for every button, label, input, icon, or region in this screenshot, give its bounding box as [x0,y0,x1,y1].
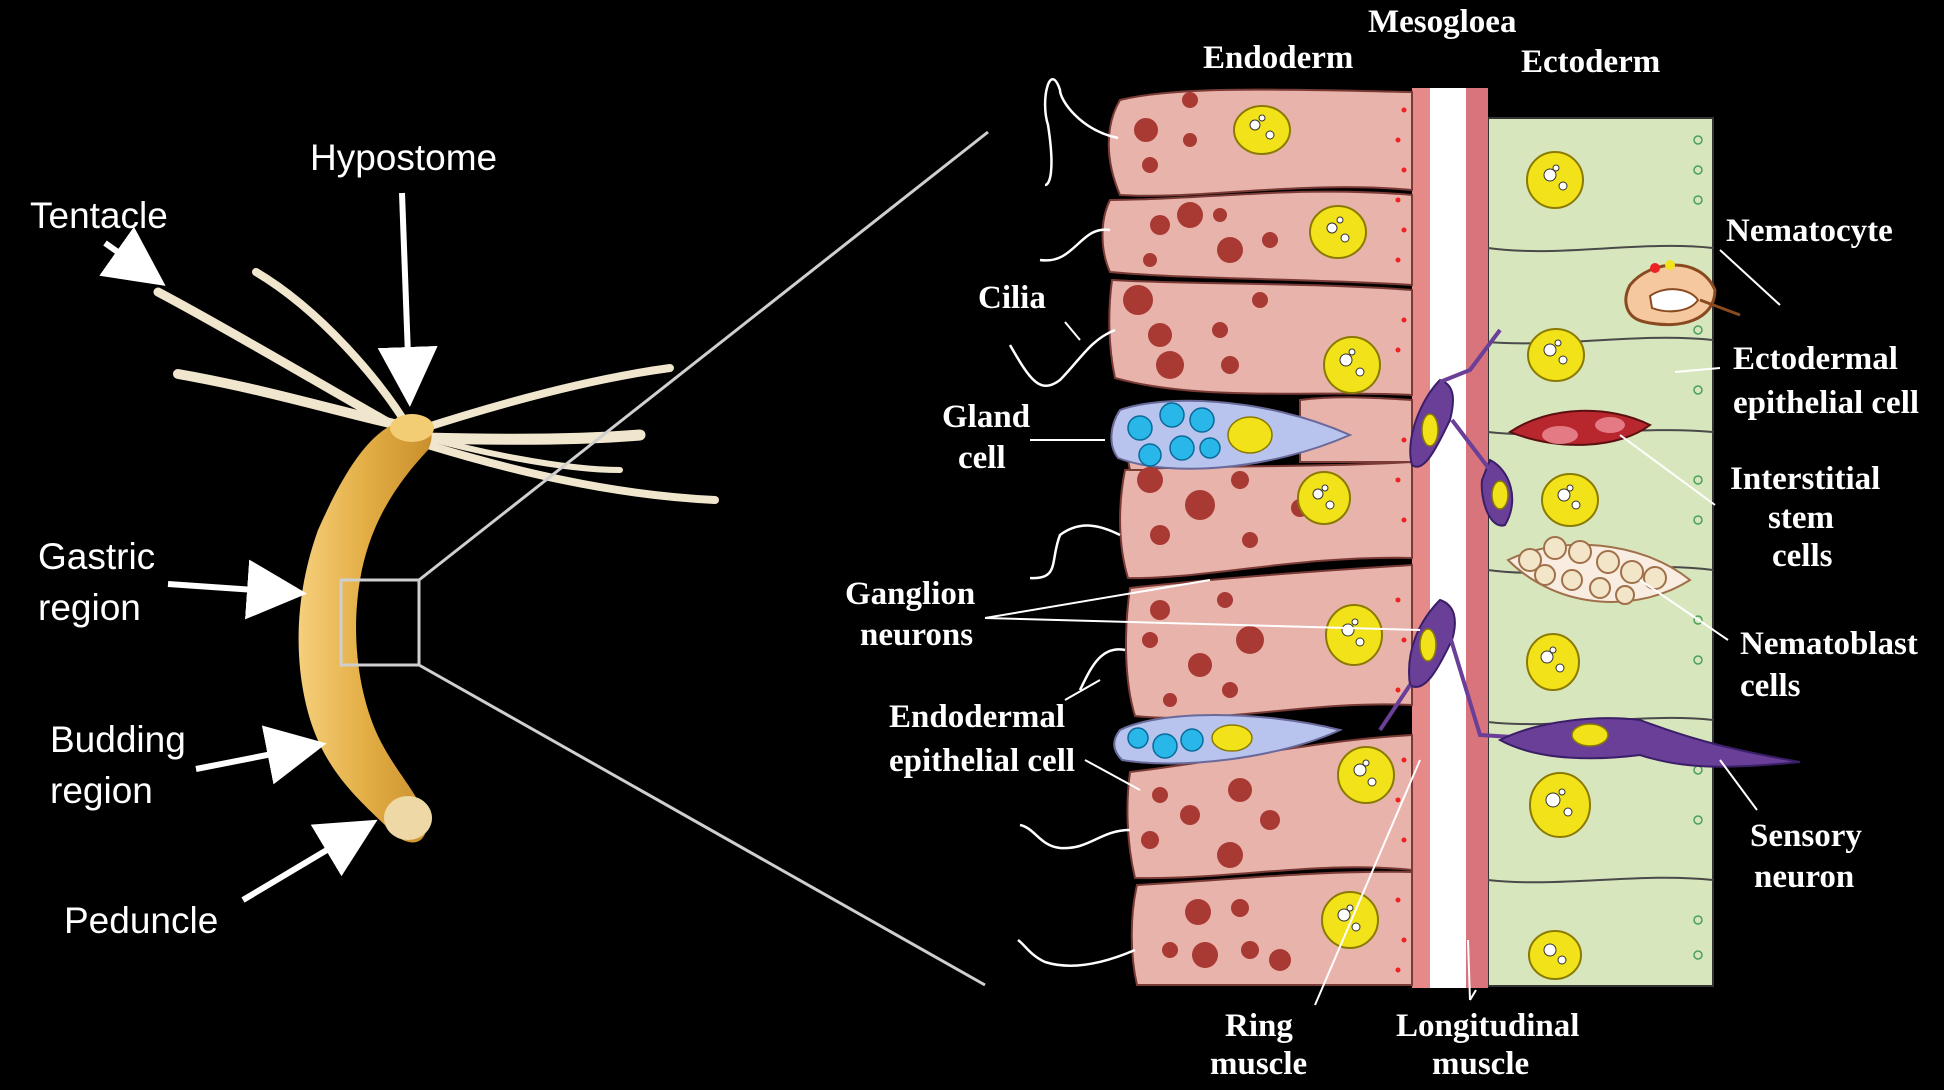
peduncle-base [384,796,432,840]
label-tentacle: Tentacle [30,195,168,236]
label-nematocyte: Nematocyte [1726,213,1893,249]
leader-lines [984,249,1781,1006]
label-gland-2: cell [958,440,1006,476]
label-endodermal-2: epithelial cell [889,743,1075,779]
basal-dots [1395,107,1407,973]
label-nematoblast-1: Nematoblast [1740,626,1918,662]
label-gland-1: Gland [942,399,1030,435]
label-endodermal-1: Endodermal [889,699,1065,735]
tissue-section [1008,78,1801,988]
label-interstitial-3: cells [1772,538,1833,574]
label-longitudinal-1: Longitudinal [1396,1008,1579,1044]
nematocyte [1624,260,1741,327]
hydra-body [298,419,432,843]
ectoderm-nuclei [1526,151,1599,980]
label-gastric-region-1: Gastric [38,536,155,577]
mesogloea-layer [1430,88,1466,988]
label-gastric-region-2: region [38,587,141,628]
label-sensory-1: Sensory [1750,818,1862,854]
label-peduncle: Peduncle [64,900,218,941]
hydra-arrows [99,192,438,903]
label-ring-2: muscle [1210,1046,1307,1082]
label-ectodermal-2: epithelial cell [1733,385,1919,421]
label-interstitial-2: stem [1768,500,1834,536]
ring-muscle-band [1412,88,1430,988]
ganglion-nucleus-1 [1421,413,1439,447]
label-ganglion-1: Ganglion [845,576,975,612]
hydra-organism [153,268,719,843]
endoderm-nuclei [1233,105,1395,949]
label-nematoblast-2: cells [1740,668,1801,704]
gland-cell-2 [1113,714,1343,765]
ganglion-nucleus-3 [1491,480,1509,510]
label-ectodermal-1: Ectodermal [1733,341,1898,377]
label-interstitial-1: Interstitial [1730,461,1880,497]
label-ganglion-2: neurons [860,617,973,653]
interstitial-stem-cells [1507,409,1652,446]
zoom-box [339,578,421,667]
label-longitudinal-2: muscle [1432,1046,1529,1082]
label-budding-region-1: Budding [50,719,186,760]
label-mesogloea: Mesogloea [1368,4,1516,40]
zoom-lines [418,130,989,987]
hypostome [390,414,434,442]
label-budding-region-2: region [50,770,153,811]
longitudinal-muscle-band [1466,88,1488,988]
sensory-neuron [1497,717,1801,768]
endoderm-granules [1123,92,1309,971]
ganglion-nucleus-2 [1419,628,1437,662]
label-ectoderm: Ectoderm [1521,44,1660,80]
label-endoderm: Endoderm [1203,40,1353,76]
tentacles [153,268,719,504]
nematoblast-cells [1506,536,1692,605]
cilia [1008,78,1136,968]
gland-cell-1 [1110,399,1353,470]
label-cilia: Cilia [978,280,1046,316]
ectoderm-edge-dots [1693,135,1703,960]
label-ring-1: Ring [1225,1008,1293,1044]
nucleoli [1249,114,1581,965]
label-hypostome: Hypostome [310,137,497,178]
label-sensory-2: neuron [1754,859,1854,895]
